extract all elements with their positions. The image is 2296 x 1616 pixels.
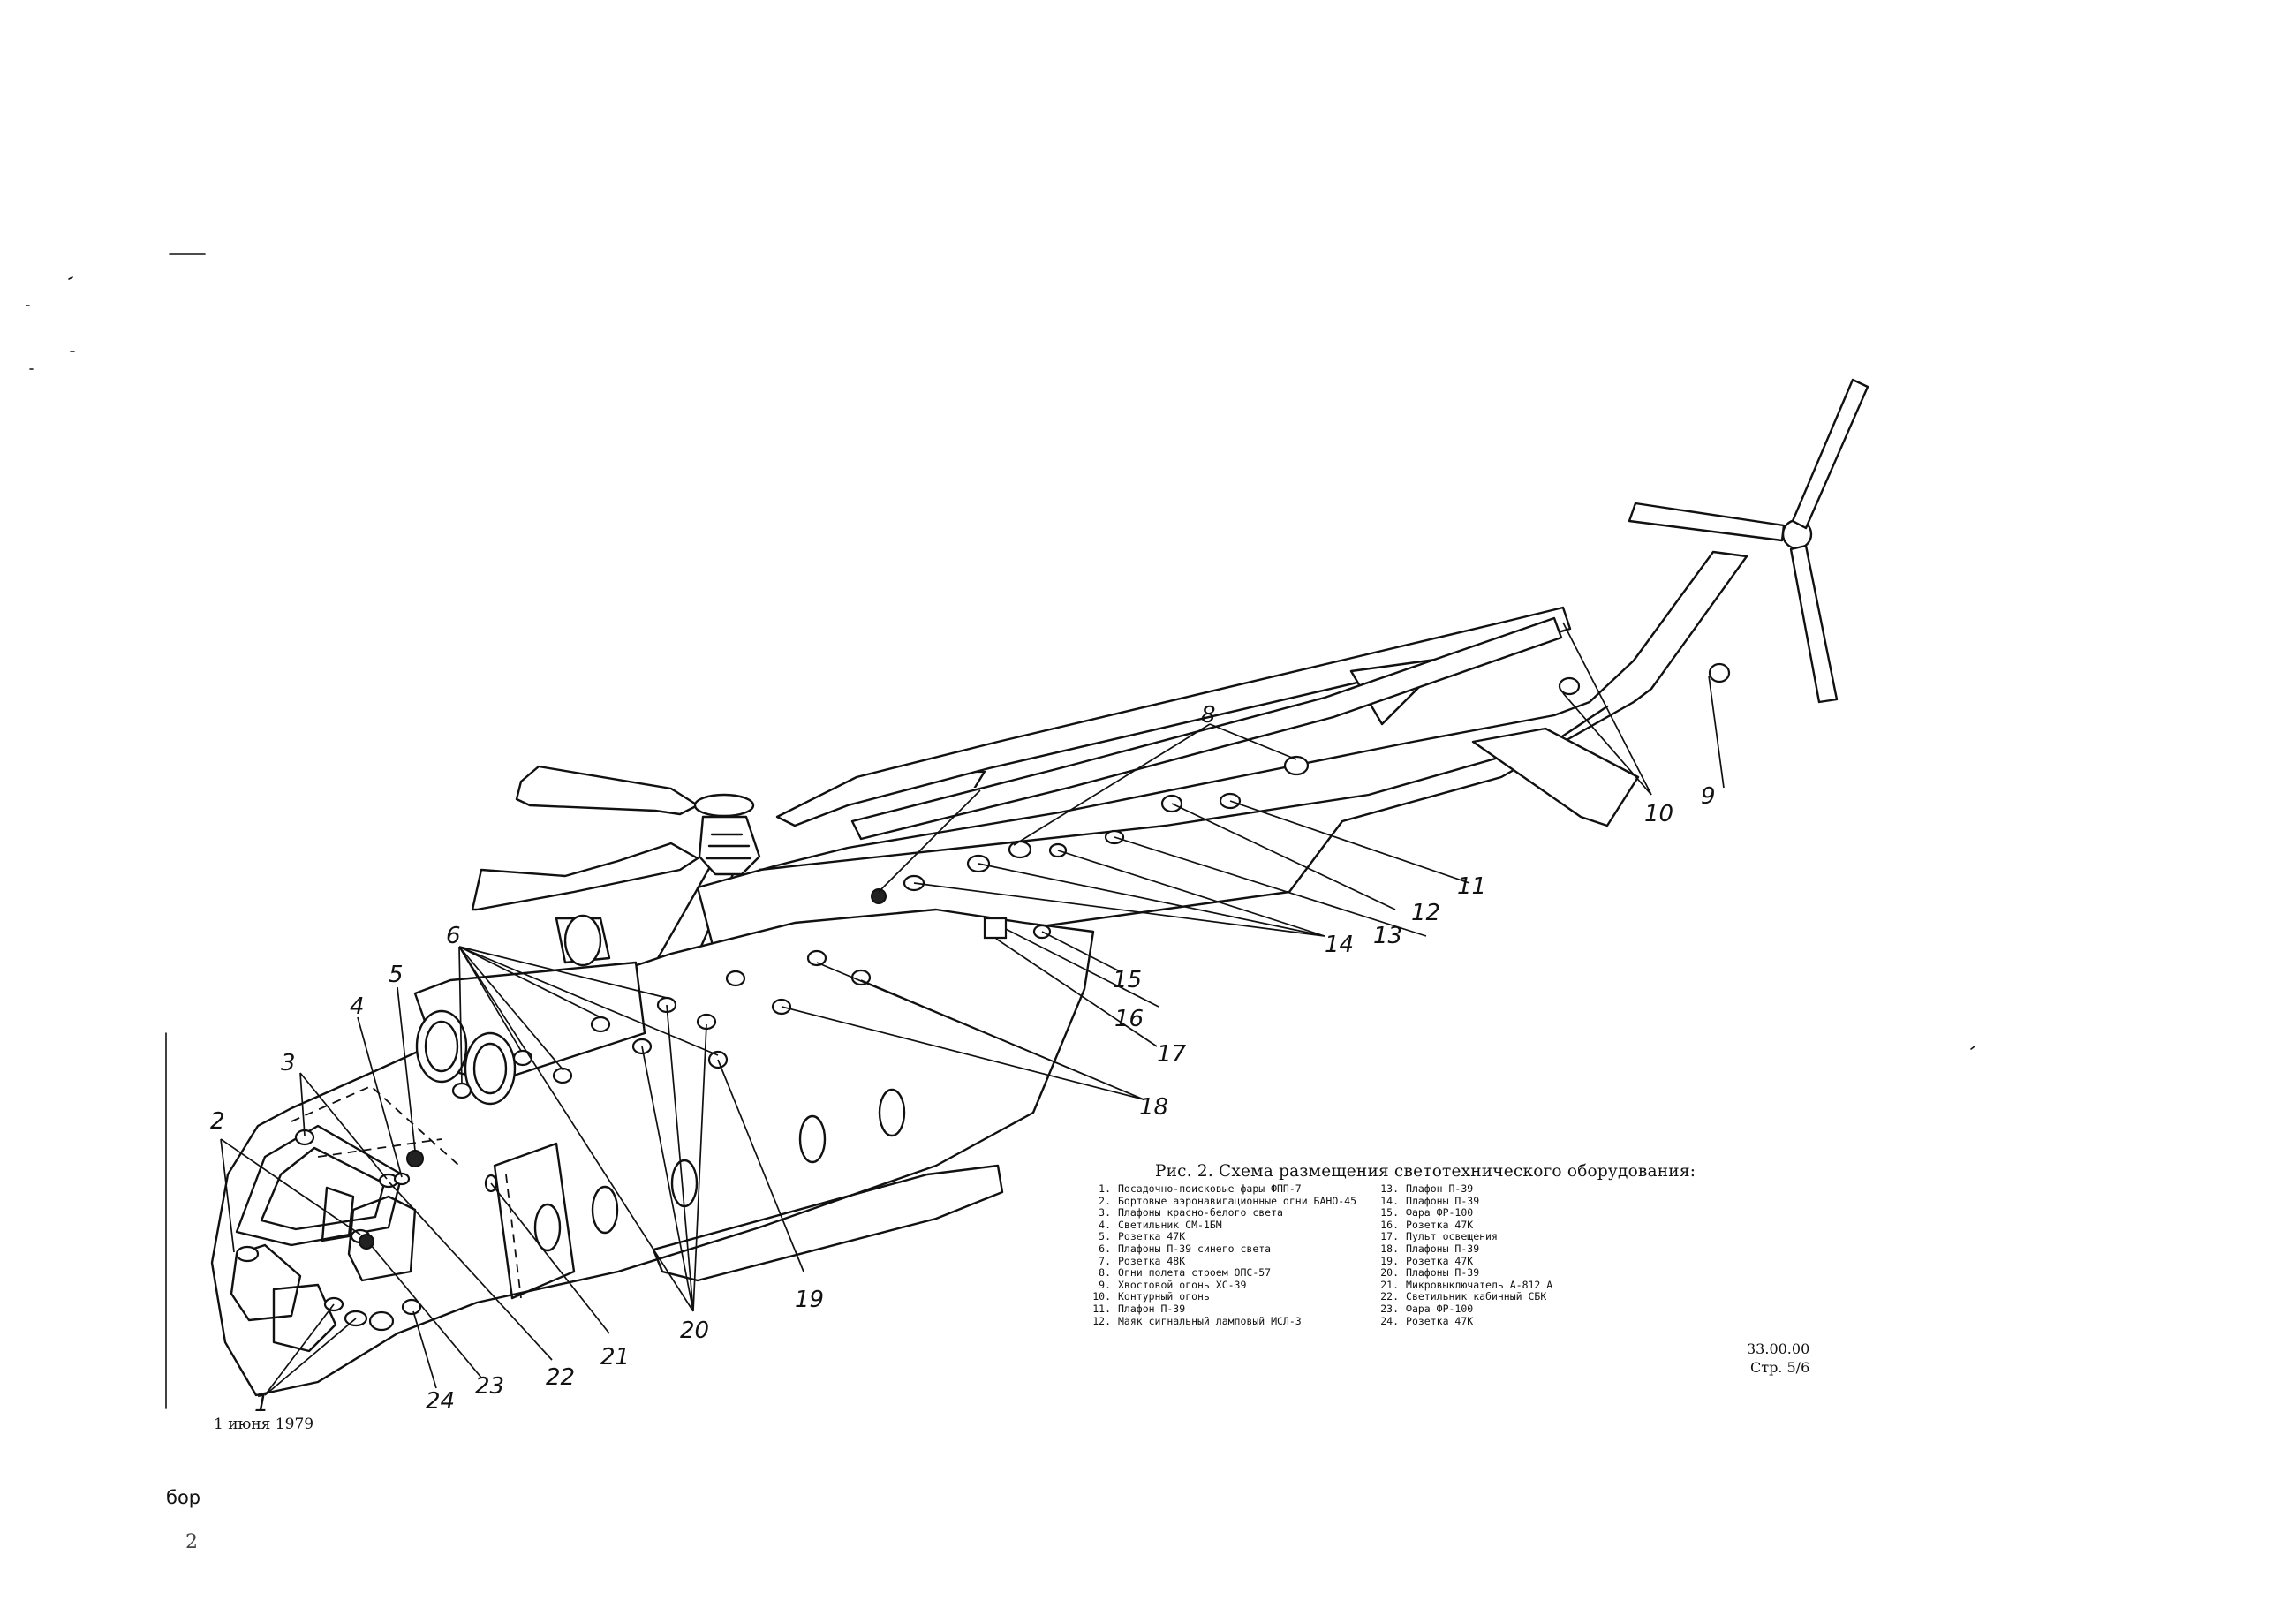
callout-14: 14 [1325,932,1354,958]
legend-item: 10.Контурный огонь [1092,1290,1210,1303]
callout-16: 16 [1114,1006,1144,1032]
fuselage [212,910,1093,1395]
tail-boom [698,380,1868,955]
legend-item: 18.Плафоны П-39 [1380,1242,1480,1255]
legend-item: 6.Плафоны П-39 синего света [1099,1242,1272,1255]
callout-9: 9 [1701,783,1716,810]
legend-item: 12.Маяк сигнальный ламповый МСЛ-3 [1092,1314,1302,1327]
legend-item: 1.Посадочно-поисковые фары ФПП-7 [1099,1182,1302,1195]
callout-22: 22 [546,1364,575,1391]
legend-item: 16.Розетка 47К [1380,1218,1474,1231]
callout-1: 1 [254,1391,269,1417]
margin-word: бор [166,1487,201,1508]
legend-item: 22.Светильник кабинный СБК [1380,1290,1547,1303]
callout-17: 17 [1157,1041,1187,1068]
document-number: 33.00.00 [1747,1340,1810,1357]
callout-18: 18 [1139,1094,1168,1121]
callout-7: 7 [971,767,986,794]
leader-lines [221,623,1724,1395]
legend-column-right: 13.Плафон П-39 14.Плафоны П-39 15.Фара Ф… [1376,1182,1553,1327]
legend-item: 9.Хвостовой огонь ХС-39 [1099,1278,1247,1291]
legend-item: 13.Плафон П-39 [1380,1182,1474,1195]
legend-column-left: 1.Посадочно-поисковые фары ФПП-7 2.Борто… [1088,1182,1357,1327]
callout-3: 3 [281,1050,296,1076]
legend-item: 8.Огни полета строем ОПС-57 [1099,1266,1272,1280]
callout-23: 23 [475,1373,504,1400]
legend-item: 11.Плафон П-39 [1092,1302,1186,1315]
callout-11: 11 [1457,873,1486,900]
document-code: 33.00.00 Стр. 5/6 [1747,1340,1809,1377]
legend-item: 21.Микровыключатель А-812 А [1380,1278,1553,1291]
legend-item: 5.Розетка 47К [1099,1230,1186,1243]
legend-item: 7.Розетка 48К [1099,1254,1186,1267]
callout-5: 5 [389,962,404,988]
callout-4: 4 [350,993,365,1020]
page-number: Стр. 5/6 [1749,1359,1810,1376]
callout-24: 24 [426,1388,455,1415]
scan-marks [26,254,1975,1408]
legend-item: 4.Светильник СМ-1БМ [1099,1218,1222,1231]
legend-item: 2.Бортовые аэронавигационные огни БАНО-4… [1099,1194,1357,1207]
callout-13: 13 [1373,923,1402,949]
callout-19: 19 [795,1287,824,1313]
legend-item: 15.Фара ФР-100 [1380,1206,1474,1220]
legend-item: 20.Плафоны П-39 [1380,1266,1480,1280]
callout-6: 6 [446,923,461,949]
callout-20: 20 [680,1318,709,1344]
date-stamp: 1 июня 1979 [214,1416,314,1433]
callout-15: 15 [1113,967,1142,993]
callout-labels: 1 2 3 4 5 6 7 8 9 10 11 12 13 14 15 16 1… [210,702,1716,1417]
tail-rotor [1629,380,1868,702]
callout-2: 2 [210,1108,225,1135]
legend-item: 24.Розетка 47К [1380,1314,1474,1327]
legend-item: 17.Пульт освещения [1380,1230,1498,1243]
callout-8: 8 [1201,702,1216,729]
legend-item: 14.Плафоны П-39 [1380,1194,1480,1207]
legend-item: 23.Фара ФР-100 [1380,1302,1474,1315]
figure-caption: Рис. 2. Схема размещения светотехническо… [1155,1162,1696,1181]
margin-page-number: 2 [185,1531,198,1553]
legend: 1.Посадочно-поисковые фары ФПП-7 2.Борто… [1088,1182,1653,1327]
legend-item: 19.Розетка 47К [1380,1254,1474,1267]
callout-10: 10 [1644,801,1673,827]
callout-21: 21 [600,1344,630,1371]
callout-12: 12 [1411,900,1440,926]
legend-item: 3.Плафоны красно-белого света [1099,1206,1283,1220]
